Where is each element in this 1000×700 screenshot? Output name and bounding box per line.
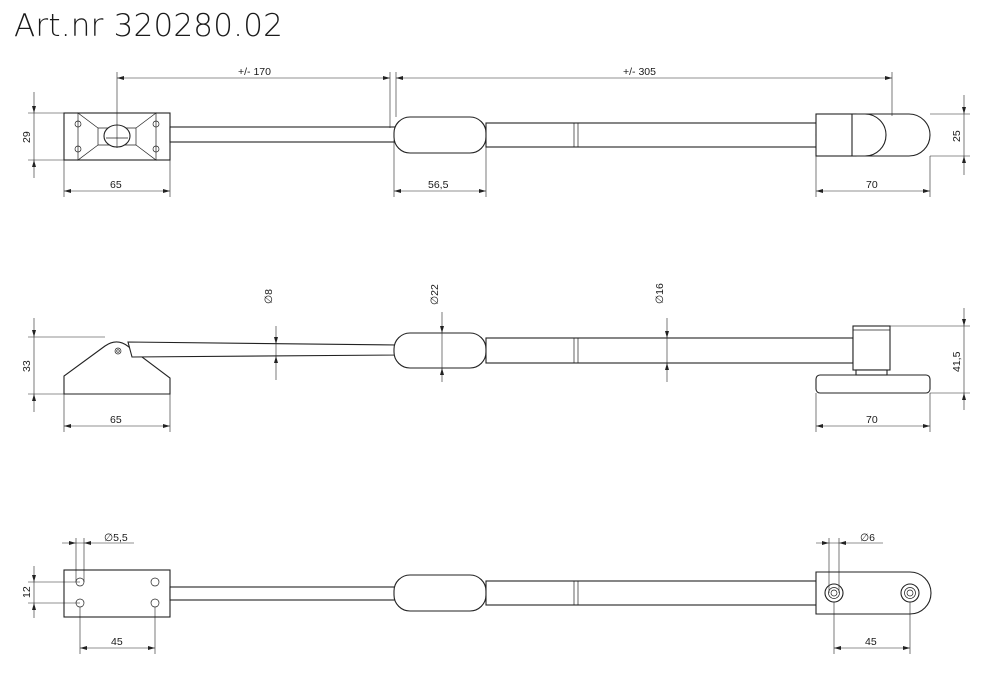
dim-label: 65 (110, 179, 122, 191)
dim-label: 33 (21, 360, 33, 372)
dim-label: ∅6 (860, 532, 875, 544)
dim-bottom-45-right: 45 (833, 602, 911, 654)
side-left-bracket (63, 341, 171, 395)
side-tube (485, 337, 854, 364)
dim-bottom-d5-5: ∅5,5 (62, 532, 134, 582)
dim-label: 70 (866, 179, 878, 191)
dim-top-170: +/- 170 (116, 66, 391, 148)
side-rod (127, 341, 399, 358)
dim-top-56-5: 56,5 (393, 140, 487, 197)
top-right-bracket (815, 113, 931, 157)
dim-side-70: 70 (815, 393, 931, 432)
dim-side-d22: ∅22 (429, 284, 444, 382)
bottom-rod (169, 586, 397, 601)
dim-label: ∅5,5 (104, 532, 128, 544)
bottom-right-plate (815, 571, 932, 615)
dim-label: 25 (951, 130, 963, 142)
dim-top-305: +/- 305 (395, 66, 893, 117)
dim-label: +/- 305 (623, 66, 656, 78)
dim-label: +/- 170 (238, 66, 271, 78)
dim-label: 12 (21, 586, 33, 598)
dim-label: 56,5 (428, 179, 449, 191)
dim-label: 29 (21, 131, 33, 143)
dim-label: ∅8 (263, 289, 275, 304)
dim-label: 45 (111, 636, 123, 648)
dim-label: 70 (866, 414, 878, 426)
top-view: +/- 170 +/- 305 29 65 (21, 66, 970, 197)
side-right-bracket (815, 325, 931, 394)
dim-side-d16: ∅16 (654, 283, 669, 382)
bottom-left-plate (63, 569, 171, 618)
side-view: ∅8 ∅22 ∅16 33 (21, 283, 970, 432)
dim-side-65: 65 (63, 394, 171, 432)
top-rod (169, 126, 397, 143)
bottom-cylinder (393, 574, 487, 612)
side-cylinder (393, 332, 487, 369)
dim-top-25: 25 (930, 95, 970, 175)
dim-top-70: 70 (815, 156, 931, 197)
dim-side-33: 33 (21, 318, 105, 412)
dim-side-d8: ∅8 (263, 289, 278, 380)
dim-side-41-5: 41,5 (890, 308, 970, 410)
bottom-view: ∅5,5 12 45 ∅6 (21, 532, 932, 654)
dim-label: 41,5 (951, 351, 963, 372)
article-number-title: Art.nr 320280.02 (14, 8, 284, 44)
dim-top-65: 65 (63, 160, 171, 197)
bottom-tube (485, 580, 820, 606)
dim-label: 65 (110, 414, 122, 426)
top-cylinder (393, 116, 487, 154)
dim-bottom-d6: ∅6 (816, 532, 883, 593)
dim-label: ∅22 (429, 284, 441, 305)
dim-label: 45 (865, 636, 877, 648)
dim-bottom-12: 12 (21, 566, 80, 618)
dim-top-29: 29 (21, 92, 64, 178)
dim-label: ∅16 (654, 283, 666, 304)
top-tube (485, 122, 820, 148)
dim-bottom-45-left: 45 (79, 607, 156, 654)
